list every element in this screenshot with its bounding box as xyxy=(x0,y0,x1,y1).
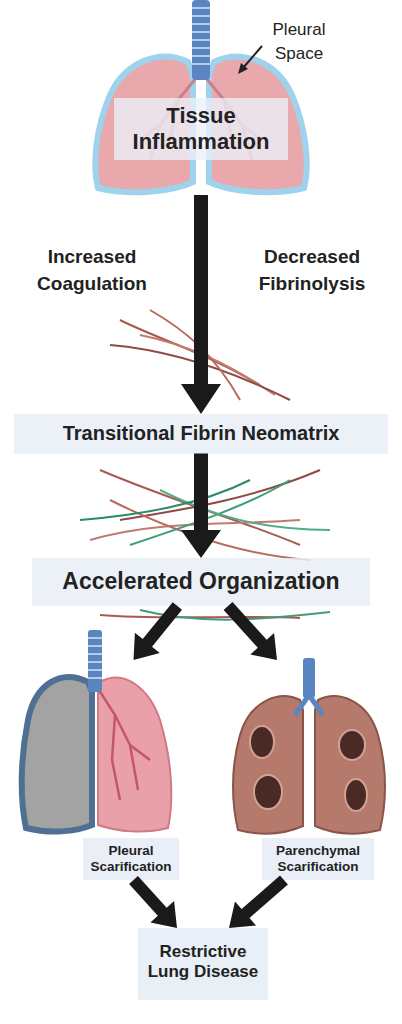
shape-line xyxy=(88,653,102,655)
shape-line xyxy=(88,637,102,639)
process-box: Transitional Fibrin Neomatrix xyxy=(14,414,388,454)
scarred-lung xyxy=(22,677,92,831)
fibrin-strands xyxy=(110,310,290,400)
shape-line xyxy=(192,55,210,57)
shape-path xyxy=(130,480,290,545)
process-box: Tissue Inflammation xyxy=(92,40,310,195)
shape-line xyxy=(192,15,210,17)
shape-ellipse xyxy=(345,779,367,811)
trachea xyxy=(192,0,210,80)
process-box: Restrictive Lung Disease xyxy=(138,928,268,1000)
node-label: Accelerated Organization xyxy=(32,558,370,605)
shape-line xyxy=(192,47,210,49)
flow-arrow xyxy=(224,602,277,660)
lungs-parenchymal xyxy=(233,658,385,833)
shape-path xyxy=(80,480,250,520)
healthy-lung xyxy=(98,678,171,832)
node-label: Tissue Inflammation xyxy=(114,98,288,160)
node-label: Restrictive Lung Disease xyxy=(138,928,268,996)
process-box: Accelerated Organization xyxy=(32,558,370,606)
flow-arrow xyxy=(181,454,221,558)
annotation-label: Decreased Fibrinolysis xyxy=(226,244,398,297)
shape-line xyxy=(88,669,102,671)
lungs-pleural xyxy=(22,630,172,832)
trachea-rings xyxy=(192,8,210,64)
shape-line xyxy=(192,39,210,41)
shape-line xyxy=(192,31,210,33)
shape-line xyxy=(243,46,262,68)
shape-path xyxy=(160,490,330,530)
node-label: Pleural Scarification xyxy=(83,838,179,880)
flow-arrow xyxy=(134,602,183,660)
shape-ellipse xyxy=(339,730,365,760)
flow-arrow xyxy=(181,195,221,414)
trachea xyxy=(88,630,102,692)
shape-path xyxy=(99,690,150,800)
scar-spots xyxy=(250,726,367,811)
trachea xyxy=(303,658,315,698)
shape-path xyxy=(110,500,310,560)
scarred-lung xyxy=(315,696,385,833)
scarred-lung xyxy=(233,696,303,833)
flow-arrow xyxy=(129,876,177,928)
shape-line xyxy=(192,7,210,9)
trachea-rings xyxy=(88,638,102,678)
shape-line xyxy=(192,63,210,65)
process-box: Pleural Scarification xyxy=(18,660,183,880)
node-label: Parenchymal Scarification xyxy=(262,838,374,880)
shape-line xyxy=(88,645,102,647)
annotation-label: Increased Coagulation xyxy=(8,244,176,297)
shape-path xyxy=(150,310,240,400)
shape-ellipse xyxy=(254,775,282,809)
shape-path xyxy=(110,345,290,400)
shape-line xyxy=(192,23,210,25)
bronchi xyxy=(99,690,150,800)
leader-arrow xyxy=(238,46,262,74)
annotation-label: Pleural Space xyxy=(256,18,342,66)
flow-arrow xyxy=(229,876,288,929)
shape-polygon xyxy=(238,63,248,74)
shape-path xyxy=(140,610,330,620)
process-box: Parenchymal Scarification xyxy=(222,660,394,880)
node-label: Transitional Fibrin Neomatrix xyxy=(14,414,388,454)
shape-line xyxy=(88,677,102,679)
shape-path xyxy=(120,320,260,385)
shape-ellipse xyxy=(250,726,274,758)
shape-line xyxy=(88,661,102,663)
